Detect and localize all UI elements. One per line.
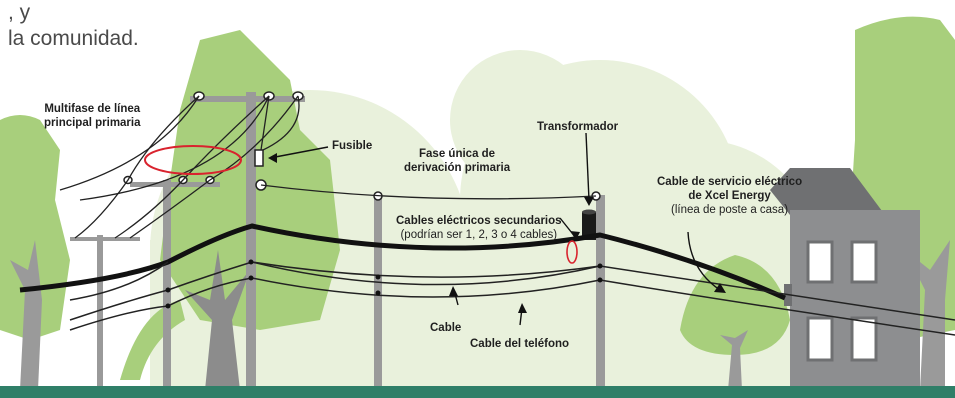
fuse-icon: [254, 149, 264, 167]
label-cable-text: Cable: [430, 322, 462, 334]
intro-line-2: la comunidad.: [8, 27, 139, 50]
label-cable: Cable: [430, 321, 461, 335]
label-fase-unica-line1: Fase única de: [419, 148, 496, 160]
wire-nodes: [165, 259, 603, 309]
label-secundarios: Cables eléctricos secundarios (podrían s…: [396, 214, 562, 242]
label-fusible: Fusible: [332, 139, 372, 153]
transformer-icon: [582, 209, 596, 240]
label-fusible-text: Fusible: [332, 140, 373, 152]
label-transformador: Transformador: [537, 120, 618, 134]
highlight-primary-lines: [144, 145, 242, 175]
label-telefono: Cable del teléfono: [470, 337, 569, 351]
intro-text: , y la comunidad.: [8, 0, 139, 52]
label-fase-unica-line2: derivación primaria: [404, 162, 511, 174]
ground: [0, 386, 955, 398]
label-servicio-line2: de Xcel Energy: [688, 190, 771, 202]
arrow-heads: [268, 153, 726, 313]
single-phase-line: [260, 184, 597, 200]
label-multifase-line2: principal primaria: [44, 117, 141, 129]
left-tree: [0, 115, 70, 390]
highlight-secondary-cables: [566, 240, 578, 264]
primary-lines: [59, 95, 300, 239]
intro-line-1: , y: [8, 1, 31, 24]
label-servicio-line1: Cable de servicio eléctrico: [657, 176, 803, 188]
other-wires: [69, 261, 955, 336]
label-multifase-line1: Multifase de línea: [44, 103, 141, 115]
label-telefono-text: Cable del teléfono: [470, 338, 570, 350]
label-fase-unica: Fase única de derivación primaria: [404, 147, 510, 175]
label-secundarios-line1: Cables eléctricos secundarios: [396, 215, 562, 227]
secondary-cable: [19, 223, 787, 301]
house: [770, 168, 920, 390]
label-servicio-line3: (línea de poste a casa): [671, 204, 789, 216]
label-transformador-text: Transformador: [537, 121, 619, 133]
label-secundarios-line2: (podrían ser 1, 2, 3 o 4 cables): [400, 229, 558, 241]
label-multifase: Multifase de línea principal primaria: [44, 102, 141, 130]
label-servicio: Cable de servicio eléctrico de Xcel Ener…: [657, 175, 802, 217]
